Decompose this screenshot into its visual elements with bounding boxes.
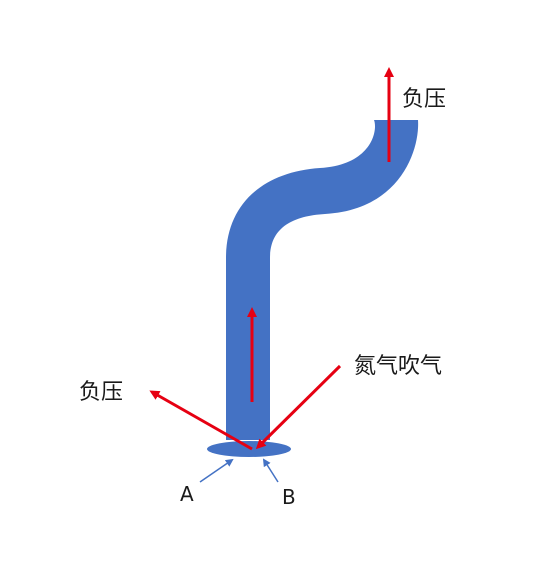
nitrogen-purge-arrow bbox=[255, 364, 342, 450]
point-b-pointer bbox=[262, 458, 279, 483]
negative-pressure-left-arrow bbox=[149, 390, 253, 451]
nitrogen-purge-label: 氮气吹气 bbox=[354, 354, 442, 379]
point-a-label: A bbox=[180, 482, 194, 506]
point-b-label: B bbox=[282, 485, 296, 509]
pipe bbox=[226, 120, 419, 440]
negative-pressure-left-label: 负压 bbox=[79, 380, 123, 405]
point-a-pointer bbox=[199, 458, 234, 483]
negative-pressure-top-label: 负压 bbox=[402, 87, 446, 112]
